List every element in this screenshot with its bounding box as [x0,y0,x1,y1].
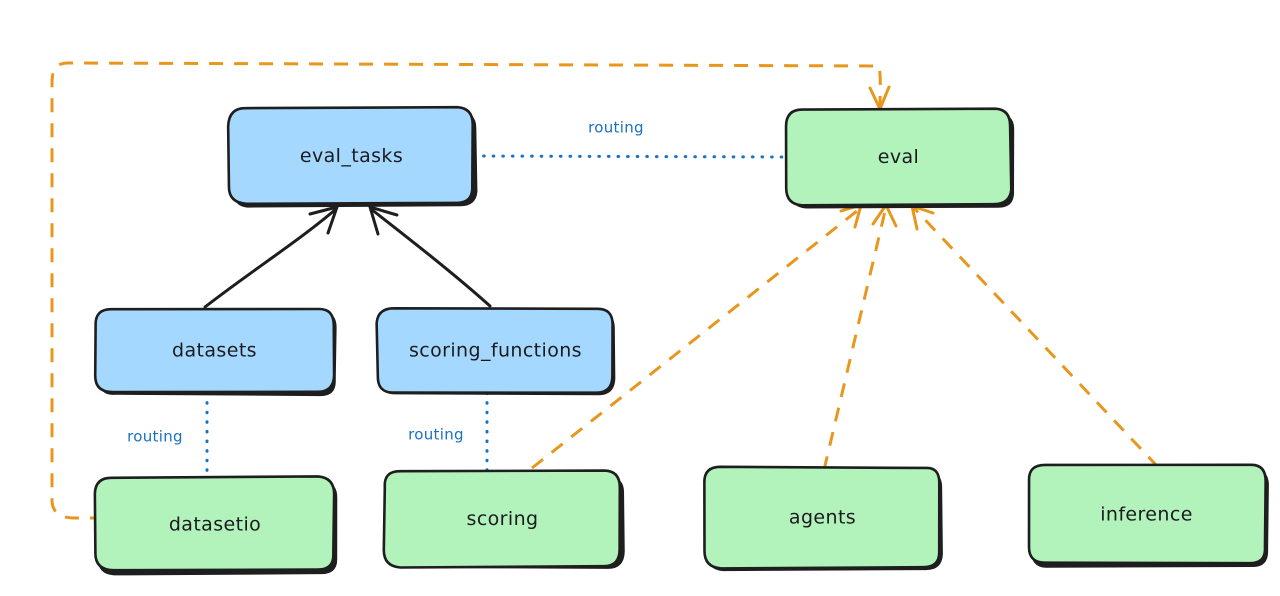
routing-edges [205,154,788,480]
node-label-inference: inference [1100,504,1193,526]
node-shape [382,469,622,569]
hierarchy-edges [203,205,492,309]
node-shape [93,307,336,394]
node-shape [93,475,336,572]
edge-datasets-eval-tasks[interactable] [203,205,339,309]
node-labels-layer: eval_tasks eval datasets scoring_functionsd… [169,145,1193,536]
edge-label-eval_tasks-eval: routing [588,119,644,137]
node-shape [226,105,474,206]
node-label-datasets: datasets [172,340,257,362]
dependency-edges [50,61,1160,520]
edge-eval-tasks-eval[interactable] [472,154,788,159]
node-agents[interactable] [703,465,943,572]
node-scoring_functions[interactable] [375,307,616,396]
node-label-agents: agents [789,507,856,529]
node-shape [703,465,941,570]
node-label-datasetio: datasetio [169,514,261,536]
node-shape [375,307,614,394]
node-shape [784,107,1013,207]
edge-inference-eval[interactable] [910,204,1160,469]
node-eval[interactable] [784,107,1015,209]
edge-labels-layer: routing routing routing [127,119,644,446]
edge-label-scoringfn-scoring: routing [408,426,464,444]
nodes-layer [93,105,1269,576]
node-label-scoring_functions: scoring_functions [409,340,582,362]
node-eval_tasks[interactable] [226,105,478,208]
node-label-eval_tasks: eval_tasks [300,145,403,167]
edge-agents-eval[interactable] [822,203,898,471]
edge-scoring-functions-eval-tasks[interactable] [368,205,492,308]
node-label-scoring: scoring [467,508,539,530]
node-datasets[interactable] [93,307,337,397]
node-inference[interactable] [1027,463,1269,568]
node-datasetio[interactable] [93,475,338,576]
node-label-eval: eval [878,146,919,168]
edge-label-datasets-datasetio: routing [127,428,183,446]
node-shape [1027,463,1267,565]
node-scoring[interactable] [382,469,625,569]
arrowhead [368,205,399,236]
